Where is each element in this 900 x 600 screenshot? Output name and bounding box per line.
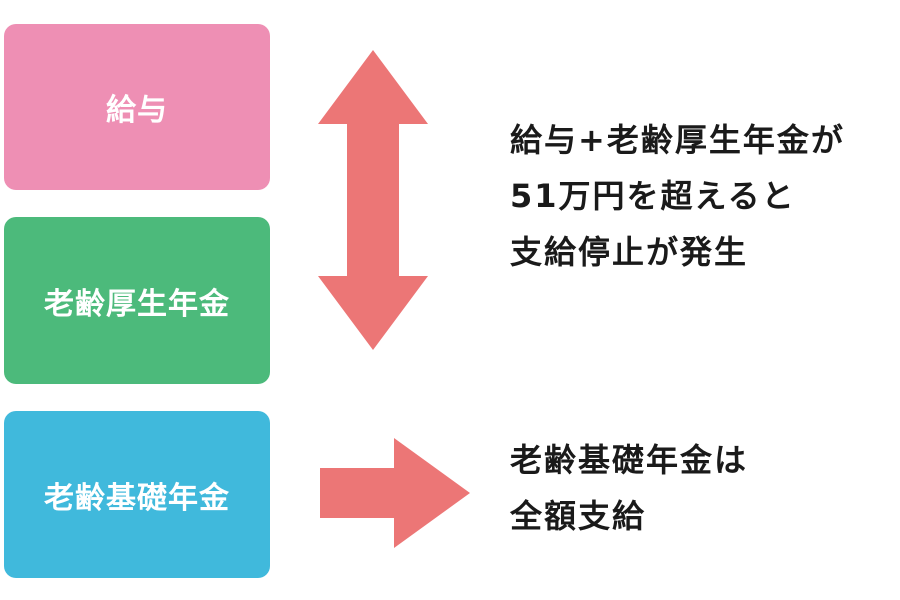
basic-pension-box: 老齢基礎年金 xyxy=(4,411,270,578)
salary-box: 給与 xyxy=(4,24,270,190)
basic-pension-box-label: 老齢基礎年金 xyxy=(44,480,230,516)
suspension-note-line-3: 支給停止が発生 xyxy=(510,233,749,271)
right-arrow xyxy=(320,438,470,548)
full-payment-note: 老齢基礎年金は 全額支給 xyxy=(510,432,748,544)
right-arrow-shape xyxy=(320,438,470,548)
double-headed-arrow-shape xyxy=(318,50,428,350)
suspension-note: 給与+老齢厚生年金が 51万円を超えると 支給停止が発生 xyxy=(510,112,845,280)
double-headed-arrow xyxy=(318,50,428,350)
suspension-note-line-2: 51万円を超えると xyxy=(510,177,796,215)
suspension-note-line-1: 給与+老齢厚生年金が xyxy=(510,121,845,159)
full-payment-note-line-1: 老齢基礎年金は xyxy=(510,441,749,479)
employees-pension-box-label: 老齢厚生年金 xyxy=(44,286,230,322)
salary-box-label: 給与 xyxy=(106,93,168,128)
full-payment-note-line-2: 全額支給 xyxy=(510,497,647,535)
employees-pension-box: 老齢厚生年金 xyxy=(4,217,270,384)
